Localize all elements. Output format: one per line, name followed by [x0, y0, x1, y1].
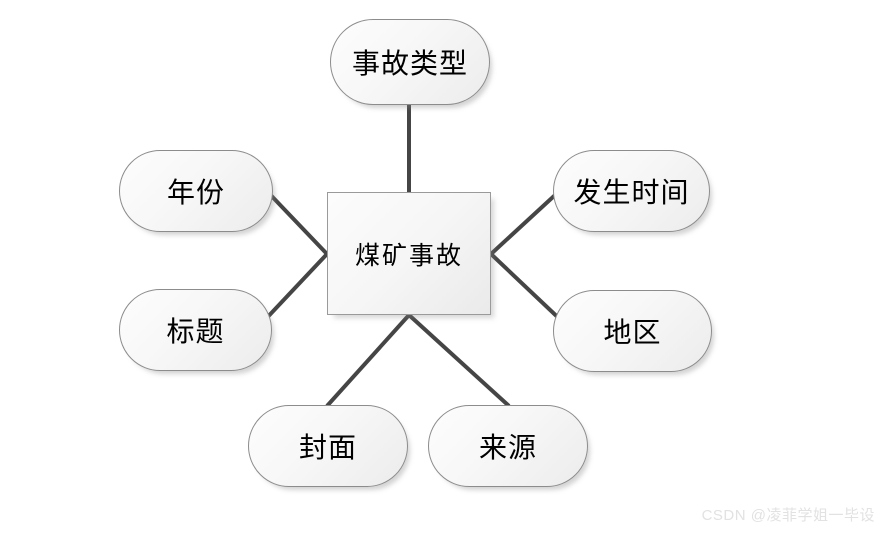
node-accident-type[interactable]: 事故类型	[330, 19, 490, 105]
node-year[interactable]: 年份	[119, 150, 273, 232]
node-year-label: 年份	[166, 178, 225, 209]
node-accident-type-label: 事故类型	[351, 49, 468, 80]
csdn-watermark: CSDN @凌菲学姐一毕设	[701, 507, 875, 524]
edge-center-entity-to-source	[407, 313, 511, 408]
node-center-entity[interactable]: 煤矿事故	[327, 192, 491, 315]
node-cover[interactable]: 封面	[248, 405, 408, 487]
node-center-entity-label: 煤矿事故	[354, 242, 463, 270]
edge-center-entity-to-title	[260, 252, 329, 325]
node-cover-label: 封面	[298, 433, 357, 464]
node-title-label: 标题	[166, 317, 225, 348]
node-source-label: 来源	[478, 433, 537, 464]
edge-center-entity-to-region	[489, 252, 568, 327]
node-region-label: 地区	[603, 318, 662, 349]
node-occurrence-time-label: 发生时间	[573, 178, 690, 209]
node-occurrence-time[interactable]: 发生时间	[553, 150, 710, 232]
node-region[interactable]: 地区	[553, 290, 712, 372]
edge-center-entity-to-year	[260, 184, 329, 256]
edge-center-entity-to-cover	[325, 313, 411, 408]
node-title[interactable]: 标题	[119, 289, 272, 371]
node-source[interactable]: 来源	[428, 405, 588, 487]
